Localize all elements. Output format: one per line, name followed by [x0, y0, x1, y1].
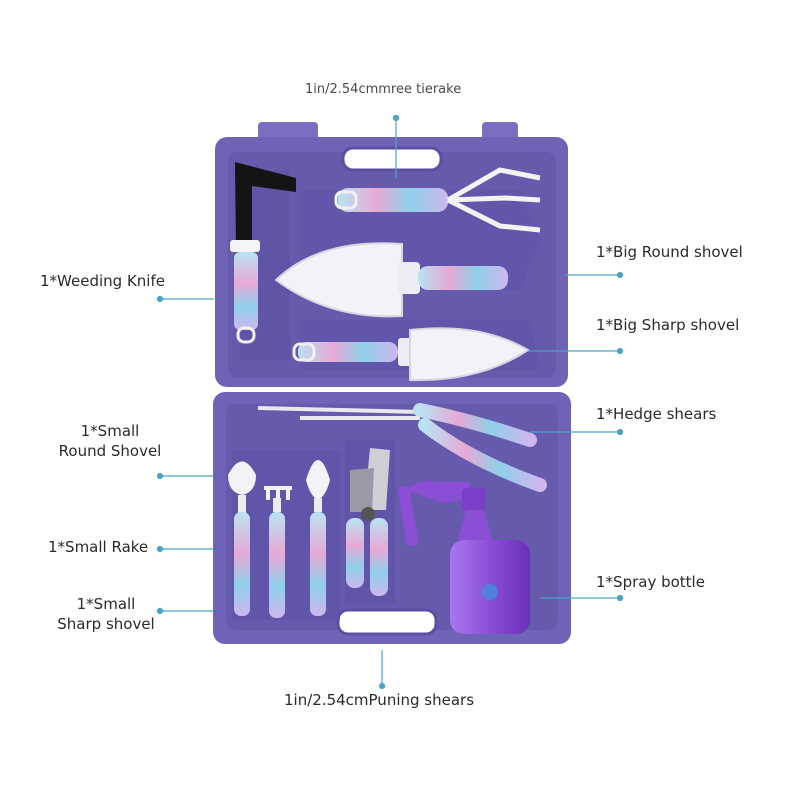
small-round-shovel: [228, 461, 256, 616]
big-round-shovel: [274, 242, 508, 318]
weeding-knife: [230, 162, 296, 344]
spray-bottle: [398, 481, 530, 634]
small-sharp-shovel: [306, 460, 330, 616]
spray-bottle-label: 1*Spray bottle: [596, 573, 705, 591]
big-sharp-shovel: [292, 327, 530, 382]
small-sharp-shovel-label-line2: Sharp shovel: [57, 615, 155, 633]
big-sharp-shovel-label: 1*Big Sharp shovel: [596, 316, 740, 334]
hedge-shears-label: 1*Hedge shears: [596, 405, 717, 423]
small-round-shovel-label-line1: 1*Small: [80, 422, 140, 440]
big-round-shovel-label: 1*Big Round shovel: [596, 243, 743, 261]
top-rake-label: 1in/2.54cmmree tierake: [305, 82, 462, 97]
pruning-shears: [346, 448, 390, 596]
pointer-lines: [156, 114, 624, 690]
small-rake: [264, 486, 292, 618]
small-sharp-shovel-label-line1: 1*Small: [76, 595, 136, 613]
small-sharp-shovel-label: 1*Small Sharp shovel: [44, 594, 168, 634]
top-rake: [334, 167, 541, 233]
weeding-knife-label: 1*Weeding Knife: [40, 272, 165, 290]
small-round-shovel-label: 1*Small Round Shovel: [48, 421, 172, 461]
hedge-shears: [257, 403, 547, 492]
small-round-shovel-label-line2: Round Shovel: [58, 442, 162, 460]
small-rake-label: 1*Small Rake: [48, 538, 149, 556]
pruning-shears-label: 1in/2.54cmPuning shears: [284, 691, 475, 709]
